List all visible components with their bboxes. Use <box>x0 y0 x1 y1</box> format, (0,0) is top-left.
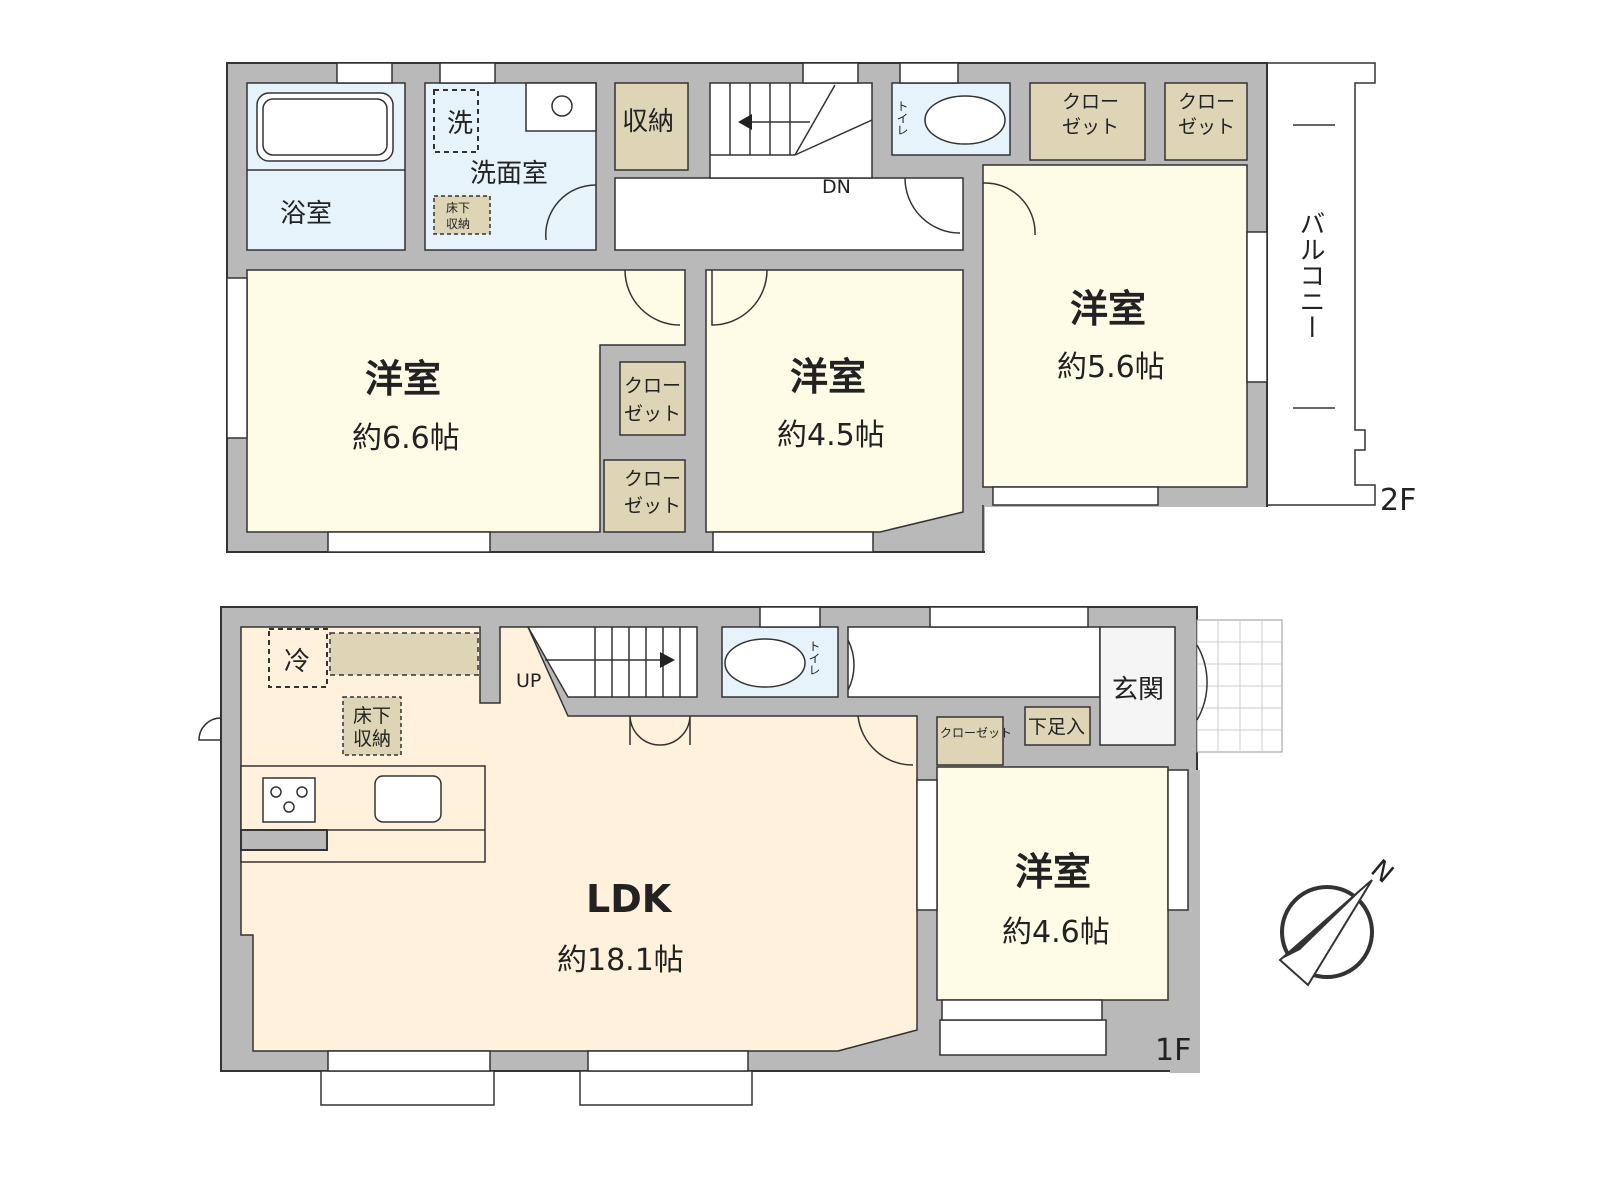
room-name: 洋室 <box>1015 850 1091 894</box>
stairs-2f <box>709 82 873 179</box>
arrow-right-icon <box>660 652 675 668</box>
svg-text:クロー: クロー <box>624 468 681 490</box>
entrance <box>1099 626 1176 746</box>
svg-text:ゼット: ゼット <box>1178 116 1235 138</box>
svg-text:ゼット: ゼット <box>624 403 681 425</box>
closet-label: クローゼット <box>940 726 1012 740</box>
floor-1f: 冷 床下 収納 LDK 約18.1帖 UP トイレ 玄関 下足入 クローゼット … <box>198 606 1283 1106</box>
room-name: LDK <box>586 877 673 921</box>
fridge-space <box>268 628 328 688</box>
room-4.6 <box>936 766 1169 1001</box>
svg-text:床下: 床下 <box>446 201 470 215</box>
shoe-cabinet-label: 下足入 <box>1028 716 1085 738</box>
windows-2f <box>226 62 1268 553</box>
washroom-label: 洗面室 <box>470 159 548 189</box>
balcony-label: バルコニー <box>1295 210 1325 340</box>
toilet-label: トイレ <box>895 100 909 136</box>
sink-icon <box>374 775 442 823</box>
room-area: 約18.1帖 <box>557 943 684 978</box>
counter-storage <box>329 632 479 676</box>
sink-icon <box>525 82 597 132</box>
bay-window <box>320 1070 495 1106</box>
underfloor-storage <box>342 696 402 756</box>
closet <box>1029 82 1146 161</box>
balcony <box>1267 62 1376 506</box>
toilet-icon <box>724 638 806 688</box>
toilet-label: トイレ <box>807 640 821 676</box>
closet <box>936 716 1004 766</box>
svg-text:クロー: クロー <box>1062 91 1119 113</box>
room-area: 約6.6帖 <box>352 421 460 456</box>
hallway-2f <box>614 177 964 251</box>
stove-icon <box>262 777 316 823</box>
windows-1f <box>327 606 1189 1072</box>
arrow-left-icon <box>738 114 752 130</box>
room-name: 洋室 <box>790 355 866 399</box>
compass-icon: N <box>1278 854 1399 987</box>
room-5.6 <box>982 164 1248 488</box>
svg-text:床下: 床下 <box>353 705 391 727</box>
fridge-label: 冷 <box>284 647 310 677</box>
washer-label: 洗 <box>447 109 473 139</box>
bathtub-icon <box>256 92 394 162</box>
svg-text:クロー: クロー <box>624 375 681 397</box>
bay-window <box>579 1070 753 1106</box>
room-name: 洋室 <box>365 357 441 401</box>
underfloor-storage <box>433 195 491 235</box>
toilet-icon <box>924 95 1006 145</box>
svg-text:収納: 収納 <box>353 728 391 750</box>
closet <box>1164 82 1248 161</box>
storage <box>614 82 689 171</box>
bathroom-label: 浴室 <box>280 199 332 229</box>
entrance-label: 玄関 <box>1112 675 1164 705</box>
washer-space <box>433 89 479 153</box>
closet <box>603 459 686 533</box>
floor-label-1f: 1F <box>1155 1033 1191 1068</box>
hallway-1f <box>847 626 1101 698</box>
entrance-door <box>1196 644 1208 721</box>
stairs-up-label: UP <box>516 670 541 692</box>
room-area: 約4.5帖 <box>777 418 885 453</box>
room-6.6 <box>246 269 686 533</box>
room-name: 洋室 <box>1070 287 1146 331</box>
stairs-dn-label: DN <box>822 176 851 198</box>
svg-text:ゼット: ゼット <box>1062 116 1119 138</box>
svg-text:クロー: クロー <box>1178 91 1235 113</box>
room-area: 約4.6帖 <box>1002 915 1110 950</box>
svg-text:収納: 収納 <box>446 217 470 231</box>
floor-label-2f: 2F <box>1380 483 1416 518</box>
floor-2f: バルコニー 浴室 洗 洗面室 床下 収納 収納 DN トイレ クロー ゼット ク… <box>226 62 1416 555</box>
svg-text:ゼット: ゼット <box>624 495 681 517</box>
closet <box>619 361 686 436</box>
room-4.5 <box>705 269 964 533</box>
ldk <box>240 626 918 1052</box>
room-area: 約5.6帖 <box>1057 350 1165 385</box>
storage-label: 収納 <box>622 107 674 137</box>
shoe-cabinet <box>1024 706 1091 746</box>
